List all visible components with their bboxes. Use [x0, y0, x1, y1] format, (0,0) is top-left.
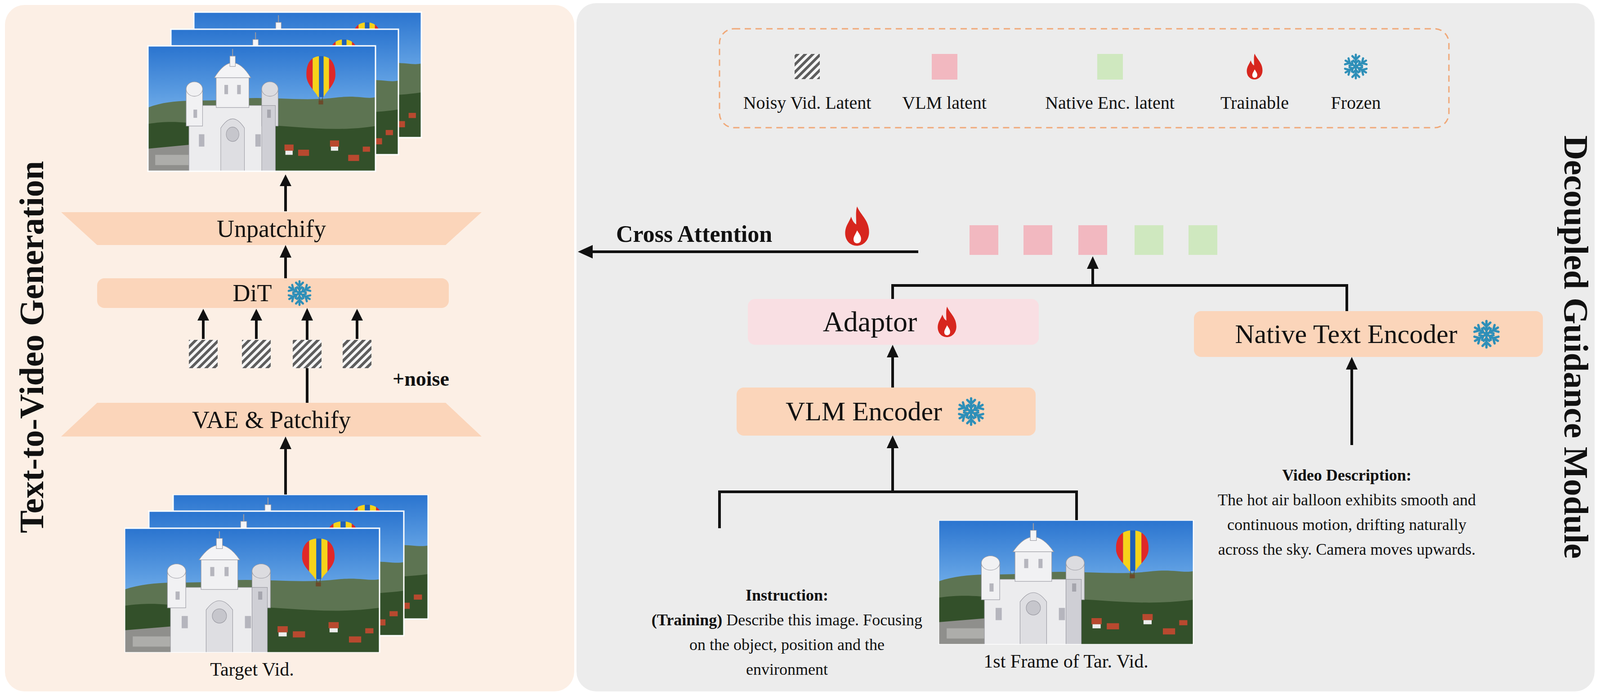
image-caption: Target Vid. [124, 659, 380, 680]
connector-line [891, 354, 894, 388]
first-frame-image: 1st Frame of Tar. Vid. [938, 520, 1194, 683]
legend-text: Trainable [1155, 92, 1354, 114]
scene-frame [124, 528, 380, 653]
native-encoder-box: Native Text Encoder [1193, 311, 1543, 358]
unpatchify-block: Unpatchify [61, 212, 482, 246]
frame-border [124, 528, 380, 653]
box-label: Native Text Encoder [1234, 318, 1458, 350]
box-label: DiT [232, 279, 273, 308]
cross-attention-label: Cross Attention [616, 220, 773, 249]
legend-text: VLM latent [845, 92, 1044, 114]
video-frames [938, 520, 1194, 645]
noisy-latent-sample [794, 53, 820, 80]
connector-line [284, 446, 287, 495]
panel-title: Text-to-Video Generation [14, 160, 49, 534]
trapezoid-fill [61, 402, 482, 437]
scene-frame [938, 520, 1194, 645]
instruction-text: Describe this image. Focusing on the obj… [689, 611, 923, 679]
frozen-snowflake [1470, 318, 1502, 350]
block-label: Unpatchify [61, 212, 482, 246]
icon-use [957, 398, 985, 425]
legend-symbol [1238, 50, 1271, 83]
video-frames [124, 494, 429, 653]
connector-line [284, 254, 287, 279]
panel-title: Decoupled Guidance Module [1559, 135, 1594, 559]
adaptor-box: Adaptor [747, 299, 1039, 345]
vae-patchify-block: VAE & Patchify [61, 402, 482, 437]
text-heading: Instruction: [647, 583, 927, 608]
legend-symbol [1340, 50, 1372, 83]
box-label: VLM Encoder [785, 396, 943, 428]
frozen-snowflake [285, 279, 314, 308]
training-tag: (Training) [651, 611, 723, 630]
vlm-encoder-box: VLM Encoder [736, 387, 1036, 436]
image-caption: 1st Frame of Tar. Vid. [938, 651, 1194, 672]
description-text: The hot air balloon exhibits smooth and … [1214, 487, 1480, 563]
description-block: Video Description:The hot air balloon ex… [1214, 445, 1480, 594]
generation-panel: Text-to-Video Generation UnpatchifyDiT VAE… [4, 4, 575, 692]
legend-swatch [931, 53, 958, 80]
icon-use [938, 306, 957, 338]
trapezoid-fill [61, 212, 482, 246]
snowflake-sample [1343, 54, 1368, 79]
legend-swatch [1097, 53, 1123, 80]
legend-text: Native Enc. latent [1010, 92, 1209, 114]
connector-line [305, 317, 309, 403]
icon-use [1473, 321, 1500, 348]
flame-sample [1246, 53, 1263, 80]
box-label: Adaptor [822, 305, 918, 339]
instruction-body: (Training)Describe this image. Focusing … [647, 607, 927, 683]
trainable-flame [930, 305, 964, 339]
legend-text: Frozen [1256, 92, 1455, 114]
text-heading: Video Description: [1214, 463, 1480, 488]
legend-symbol [791, 50, 823, 83]
noise-label: +noise [392, 366, 450, 392]
block-label: VAE & Patchify [61, 402, 482, 437]
target-video-stack: Target Vid. [124, 494, 429, 682]
frame-border [938, 520, 1194, 645]
connector-line [1350, 366, 1354, 446]
icon-use [287, 281, 312, 306]
legend-text: Noisy Vid. Latent [708, 92, 907, 114]
frozen-snowflake [955, 396, 987, 428]
instruction-block: Instruction: (Training)Describe this imag… [647, 528, 927, 677]
dit-box: DiT [97, 278, 449, 309]
